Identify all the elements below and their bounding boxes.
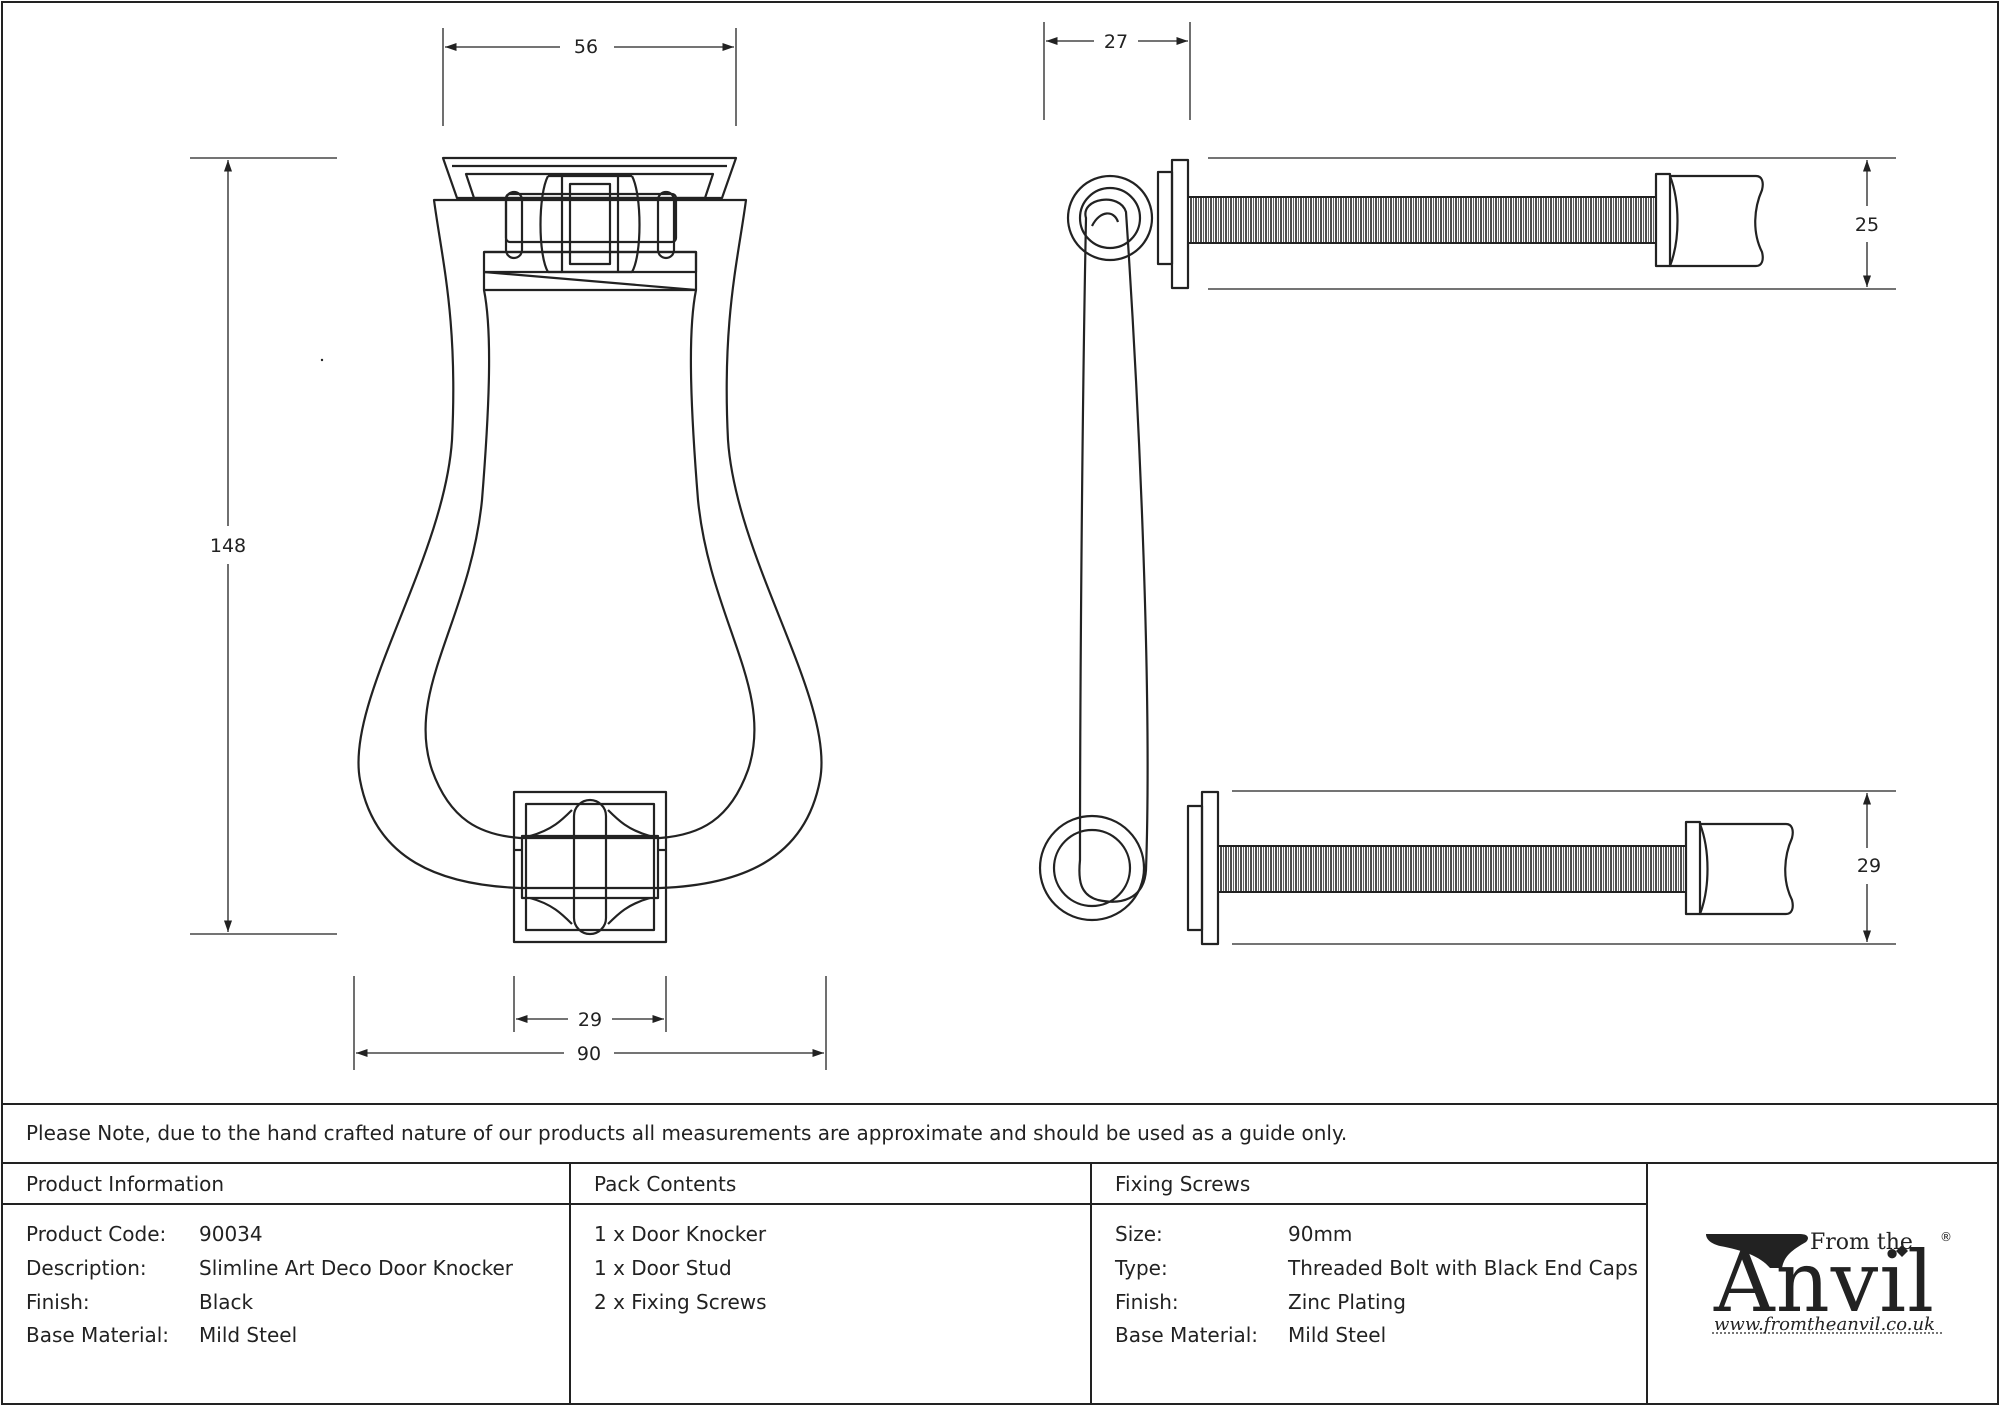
screw-size-label: Size:: [1115, 1222, 1163, 1246]
fixing-screws-heading: Fixing Screws: [1115, 1172, 1251, 1196]
dim-upper-bolt-label: 25: [1855, 214, 1879, 236]
dim-height-label: 148: [210, 535, 246, 557]
approximation-note: Please Note, due to the hand crafted nat…: [26, 1121, 1348, 1145]
finish-label: Finish:: [26, 1290, 90, 1314]
bolt-end-caps: [1654, 172, 1794, 916]
side-view-knocker: [1038, 158, 1220, 946]
screw-material-value: Mild Steel: [1288, 1323, 1387, 1347]
base-material-label: Base Material:: [26, 1323, 170, 1347]
front-view-knocker: [357, 156, 823, 944]
screw-material-label: Base Material:: [1115, 1323, 1259, 1347]
logo-registered-mark: ®: [1940, 1230, 1952, 1244]
screw-finish-value: Zinc Plating: [1288, 1290, 1406, 1314]
lower-threaded-bolt: [1217, 845, 1689, 893]
product-code-label: Product Code:: [26, 1222, 167, 1246]
screw-size-value: 90mm: [1288, 1222, 1353, 1246]
logo-from-the: From the: [1810, 1230, 1913, 1255]
dim-overall-width-label: 90: [577, 1043, 601, 1065]
base-material-value: Mild Steel: [199, 1323, 298, 1347]
screw-type-value: Threaded Bolt with Black End Caps: [1288, 1256, 1638, 1280]
screw-finish-label: Finish:: [1115, 1290, 1179, 1314]
logo-url: www.fromtheanvil.co.uk: [1714, 1314, 1936, 1335]
description-label: Description:: [26, 1256, 147, 1280]
front-view-dimensions: [190, 28, 827, 1070]
pack-item: 1 x Door Knocker: [594, 1222, 767, 1246]
side-view-dimensions: [1043, 22, 1896, 945]
description-value: Slimline Art Deco Door Knocker: [199, 1256, 514, 1280]
dim-lower-bolt-label: 29: [1857, 855, 1881, 877]
dim-lower-inner-label: 29: [578, 1009, 602, 1031]
logo-diamond: [1896, 1245, 1908, 1257]
logo-anvil-wordmark: Anvil: [1714, 1233, 1935, 1331]
screw-type-label: Type:: [1115, 1256, 1168, 1280]
pack-item: 1 x Door Stud: [594, 1256, 732, 1280]
dim-top-width-label: 56: [574, 36, 598, 58]
stray-dot: [320, 358, 324, 362]
anvil-icon: [1706, 1234, 1808, 1268]
product-code-value: 90034: [199, 1222, 263, 1246]
dim-side-depth-label: 27: [1104, 31, 1128, 53]
product-information-heading: Product Information: [26, 1172, 225, 1196]
pack-item: 2 x Fixing Screws: [594, 1290, 767, 1314]
upper-threaded-bolt: [1187, 196, 1659, 244]
finish-value: Black: [199, 1290, 254, 1314]
pack-contents-heading: Pack Contents: [594, 1172, 737, 1196]
